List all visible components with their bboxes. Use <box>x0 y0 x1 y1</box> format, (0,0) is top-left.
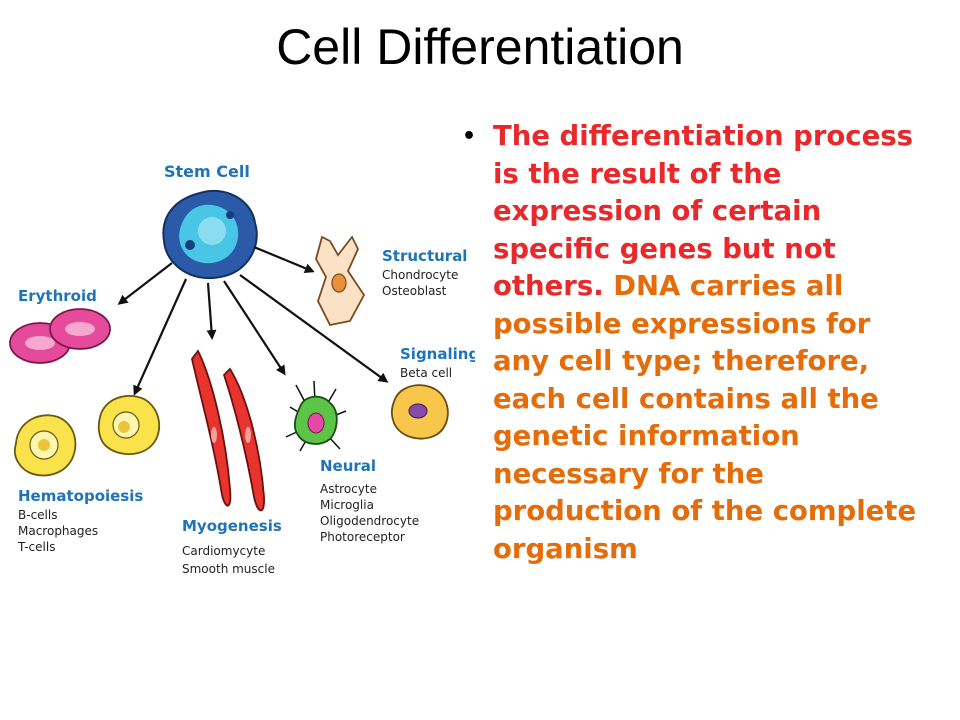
bullet-text-block: • The differentiation process is the res… <box>455 118 925 568</box>
myogenesis-label: Myogenesis <box>182 517 282 535</box>
neural-item-microglia: Microglia <box>320 498 374 512</box>
hematopoiesis-item-macrophages: Macrophages <box>18 524 98 538</box>
neural-item-oligodendrocyte: Oligodendrocyte <box>320 514 419 528</box>
signaling-cell-icon <box>390 384 449 440</box>
structural-cell-icon <box>315 235 366 327</box>
neural-label: Neural <box>320 457 376 475</box>
page-title: Cell Differentiation <box>276 19 684 75</box>
stem-cell-label: Stem Cell <box>164 162 250 181</box>
bullet-paragraph: The differentiation process is the resul… <box>493 118 925 568</box>
neural-item-photoreceptor: Photoreceptor <box>320 530 405 544</box>
structural-item-chondrocyte: Chondrocyte <box>382 268 458 282</box>
hematopoiesis-cell-icon <box>13 395 161 477</box>
myogenesis-cell-icon <box>191 349 265 512</box>
differentiation-arrows <box>117 245 389 396</box>
myogenesis-item-smooth-muscle: Smooth muscle <box>182 562 275 576</box>
cell-differentiation-diagram: Stem Cell Structural Chondrocyte Osteobl… <box>9 162 475 576</box>
myogenesis-item-cardiomycyte: Cardiomycyte <box>182 544 265 558</box>
hematopoiesis-item-t-cells: T-cells <box>17 540 55 554</box>
hematopoiesis-label: Hematopoiesis <box>18 487 143 505</box>
structural-item-osteoblast: Osteoblast <box>382 284 447 298</box>
erythroid-label: Erythroid <box>18 287 97 305</box>
stem-cell-icon <box>162 189 258 280</box>
neural-cell-icon <box>285 380 347 452</box>
signaling-label: Signaling <box>400 345 475 363</box>
bullet-dot-icon: • <box>461 124 477 149</box>
signaling-item-beta-cell: Beta cell <box>400 366 452 380</box>
hematopoiesis-item-b-cells: B-cells <box>18 508 57 522</box>
bullet-text-red: The differentiation process is the resul… <box>493 120 913 302</box>
structural-label: Structural <box>382 247 467 265</box>
neural-item-astrocyte: Astrocyte <box>320 482 377 496</box>
bullet-text-orange: DNA carries all possible expressions for… <box>493 270 917 565</box>
erythroid-cell-icon <box>9 308 111 364</box>
